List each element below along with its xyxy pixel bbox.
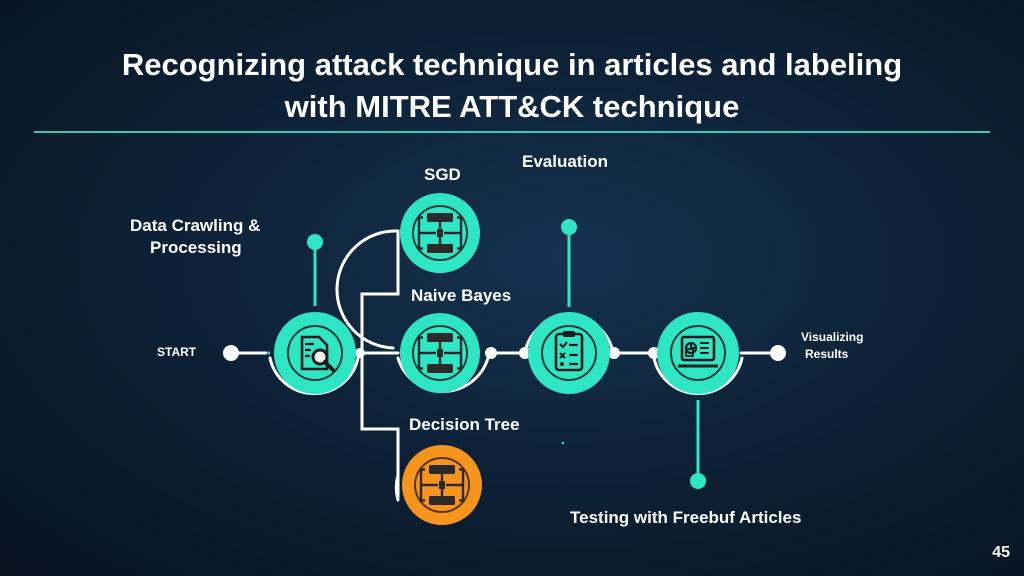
visualizing-node[interactable]: [657, 312, 739, 394]
document-search-icon: [300, 335, 335, 372]
title-line-1: Recognizing attack technique in articles…: [121, 47, 903, 82]
monitor-dashboard-icon: [678, 335, 718, 368]
evaluation-stem-dot: [561, 219, 577, 235]
crawl-stem-dot: [307, 234, 323, 250]
start-dot: [223, 345, 239, 361]
title-line-2: with MITRE ATT&CK technique: [284, 89, 740, 124]
end-dot: [770, 345, 786, 361]
slide-title: Recognizing attack technique in articles…: [0, 44, 1024, 128]
naive-bayes-label: Naive Bayes: [411, 286, 512, 305]
testing-stem-dot: [690, 473, 706, 489]
start-label: START: [157, 345, 197, 359]
evaluation-label: Evaluation: [522, 152, 608, 171]
data-crawling-label-line-1: Data Crawling &: [130, 216, 261, 235]
visualizing-label-line-1: Visualizing: [801, 330, 864, 344]
data-crawling-label-line-2: Processing: [150, 238, 242, 257]
teal-stems: [268, 227, 700, 480]
timeline-dot: [519, 347, 531, 359]
naive-bayes-node[interactable]: [400, 313, 480, 393]
decision-tree-node[interactable]: [402, 445, 482, 525]
sgd-node[interactable]: [400, 193, 480, 273]
timeline-dot: [648, 347, 660, 359]
sgd-label: SGD: [424, 165, 461, 184]
visualizing-label-line-2: Results: [805, 347, 849, 361]
visualizing-label: Visualizing Results: [801, 329, 863, 363]
timeline-dot: [485, 347, 497, 359]
title-divider: [34, 131, 990, 133]
decision-tree-label: Decision Tree: [409, 415, 520, 434]
page-number: 45: [992, 544, 1010, 561]
testing-label: Testing with Freebuf Articles: [570, 508, 802, 527]
data-crawling-label: Data Crawling & Processing: [130, 215, 260, 259]
timeline-dot: [355, 348, 365, 358]
checklist-icon: [554, 331, 584, 372]
evaluation-node[interactable]: [528, 312, 610, 394]
timeline-dot: [608, 347, 620, 359]
data-crawling-node[interactable]: [274, 312, 356, 394]
stray-dot: [561, 441, 565, 445]
